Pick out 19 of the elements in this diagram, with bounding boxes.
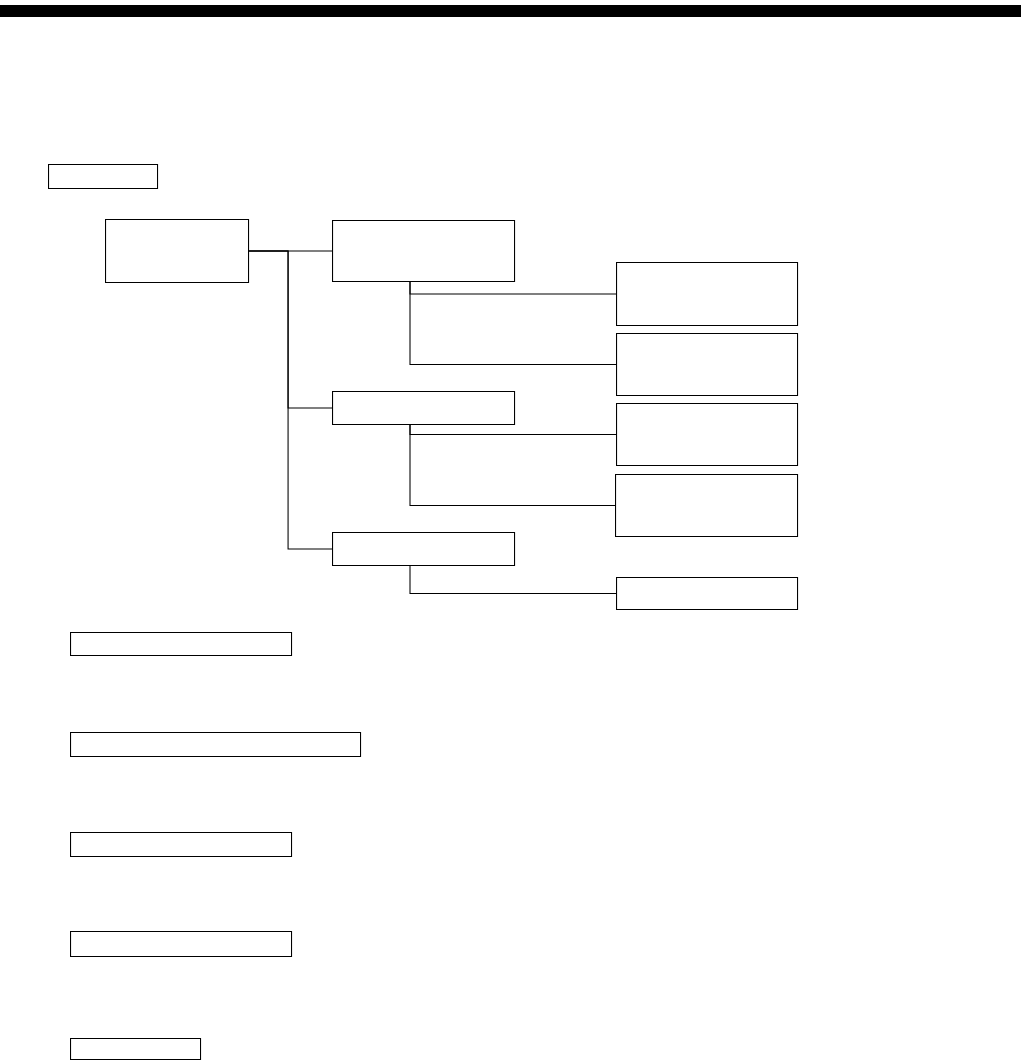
blank-box (70, 931, 293, 958)
blank-box (332, 532, 516, 567)
blank-box (332, 220, 516, 283)
blank-box (70, 632, 293, 657)
blank-box (616, 403, 799, 467)
connector-line (248, 250, 333, 550)
blank-box (332, 391, 516, 426)
connector-line (409, 281, 617, 366)
blank-box (616, 333, 799, 397)
connector-line (409, 565, 617, 595)
blank-box (48, 164, 159, 190)
blank-box (70, 832, 293, 858)
blank-box (70, 1038, 202, 1060)
blank-box (616, 262, 799, 327)
blank-box (70, 732, 362, 758)
blank-box (105, 219, 250, 284)
blank-box (615, 474, 799, 538)
connector-line (409, 424, 616, 507)
blank-box (616, 577, 799, 611)
